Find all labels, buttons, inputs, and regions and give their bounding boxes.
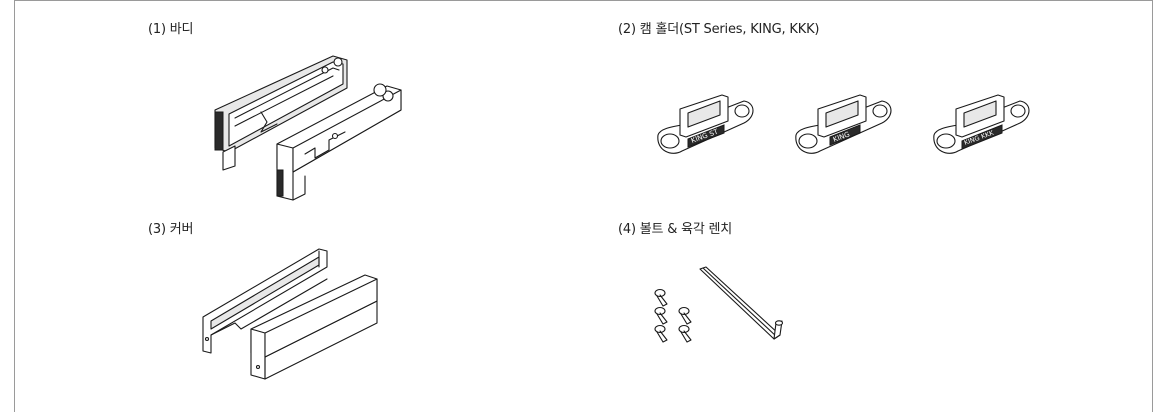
bolt-icon — [678, 306, 692, 325]
part-label-cam-holder: (2) 캠 홀더(ST Series, KING, KKK) — [618, 22, 820, 37]
cam-holder-kkk: KING KKK — [933, 94, 1030, 154]
part-label-bolt-wrench: (4) 볼트 & 육각 렌치 — [618, 222, 733, 237]
hex-wrench-icon — [699, 266, 784, 340]
bolt-icon — [654, 306, 668, 325]
cam-holder-king: KING — [795, 94, 892, 154]
parts-frame — [14, 0, 1153, 412]
body-illustration — [214, 55, 402, 201]
bolt-wrench-illustration — [654, 266, 784, 343]
part-label-body: (1) 바디 — [148, 22, 194, 37]
bolt-icon — [654, 324, 668, 343]
cover-illustration — [202, 248, 378, 380]
cam-holder-st: KING ST — [657, 94, 754, 154]
bolt-icon — [678, 324, 692, 343]
bolt-icon — [654, 288, 668, 307]
part-label-cover: (3) 커버 — [148, 222, 194, 237]
